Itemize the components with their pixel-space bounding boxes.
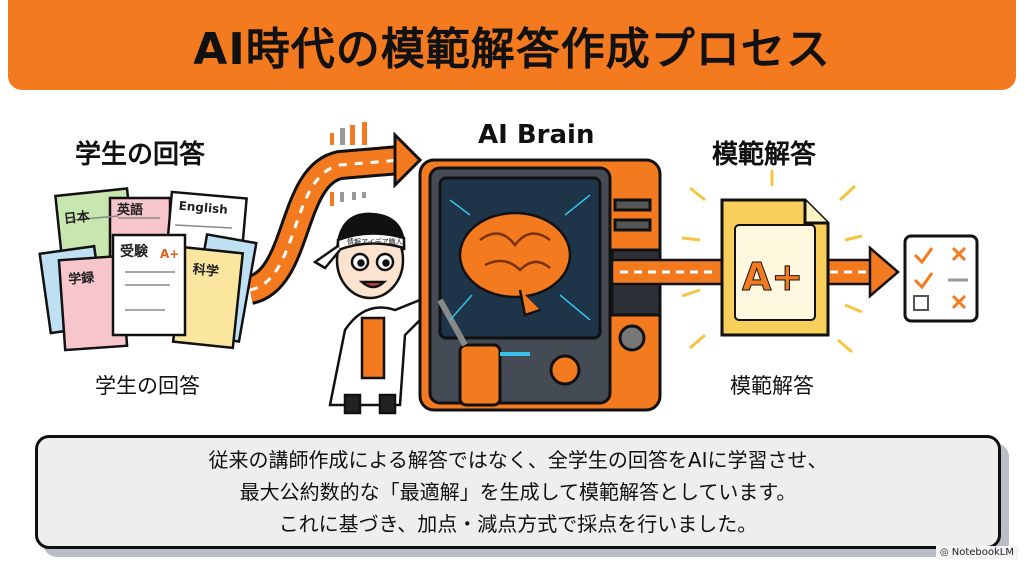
description-line: 最大公約数的な「最適解」を生成して模範解答としています。 bbox=[239, 480, 797, 504]
page-title: AI時代の模範解答作成プロセス bbox=[193, 24, 831, 75]
paper-grade-label: A+ bbox=[160, 247, 179, 261]
ai-brain-label: AI Brain bbox=[478, 120, 595, 150]
model-answer-caption: 模範解答 bbox=[730, 374, 814, 398]
output-arrow-icon bbox=[610, 245, 900, 299]
paper-japan-label: 日本 bbox=[63, 209, 91, 228]
watermark-text: NotebookLM bbox=[951, 547, 1014, 558]
description-line: 従来の講師作成による解答ではなく、全学生の回答をAIに学習させ、 bbox=[208, 448, 828, 472]
headband-text: 情報アイデア職人 bbox=[347, 237, 403, 246]
student-answers-caption: 学生の回答 bbox=[95, 374, 200, 398]
brain-icon bbox=[458, 211, 572, 317]
paper-science-label: 科学 bbox=[192, 261, 220, 280]
paper-english-jp-label: 英語 bbox=[116, 202, 143, 218]
student-answers-label: 学生の回答 bbox=[75, 140, 206, 170]
glow-rays-icon bbox=[681, 170, 863, 354]
checklist-icon bbox=[903, 234, 979, 323]
model-answer-label: 模範解答 bbox=[712, 140, 817, 170]
title-banner: AI時代の模範解答作成プロセス bbox=[8, 0, 1016, 90]
model-grade: A+ bbox=[742, 255, 803, 299]
paper-exam-label: 受験 bbox=[120, 243, 149, 260]
paper-english-label: English bbox=[178, 199, 228, 217]
road-arrow-icon bbox=[245, 131, 423, 305]
model-answer-document-icon bbox=[720, 198, 830, 337]
student-papers-icon bbox=[38, 187, 258, 352]
description-line: これに基づき、加点・減点方式で採点を行いました。 bbox=[278, 512, 758, 536]
paper-study-label: 学録 bbox=[68, 270, 96, 288]
description-box: 従来の講師作成による解答ではなく、全学生の回答をAIに学習させ、 最大公約数的な… bbox=[35, 435, 1001, 549]
notebooklm-watermark: ◎ NotebookLM bbox=[935, 546, 1018, 559]
bar-chart-icon bbox=[330, 122, 367, 206]
